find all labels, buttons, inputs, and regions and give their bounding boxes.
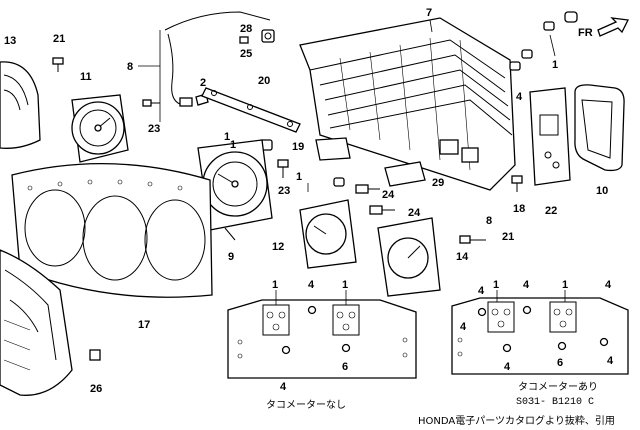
part-10-panel (574, 84, 625, 172)
part-11-speed-gauge (71, 94, 129, 163)
callout-24-b: 24 (408, 207, 421, 219)
socket-26 (89, 349, 101, 361)
callout-9: 9 (228, 251, 234, 263)
screw-21-mid (459, 235, 486, 244)
screw-23a (142, 99, 160, 107)
callout-28: 28 (240, 23, 252, 35)
callout-right-4c: 4 (605, 279, 612, 291)
source-credit: HONDA電子パーツカタログより抜粋、引用 (418, 414, 615, 427)
caption-no-tachometer: タコメーターなし (266, 399, 346, 411)
callout-23-mid: 23 (278, 185, 290, 197)
callout-10: 10 (596, 185, 608, 197)
pcb-with-tach (451, 290, 629, 375)
callout-13: 13 (4, 35, 16, 47)
callout-4-top: 4 (516, 91, 523, 103)
front-direction-arrow (597, 17, 629, 37)
part-8-wire-harness (138, 11, 271, 122)
callout-11: 11 (80, 71, 92, 83)
diagram-reference-code: S0З1- B1210 C (516, 397, 594, 408)
callout-12: 12 (272, 241, 284, 253)
callout-right-4e: 4 (504, 361, 511, 373)
callout-right-4f: 4 (607, 355, 614, 367)
part-12-fuel-gauge (299, 199, 357, 269)
callout-26: 26 (90, 383, 102, 395)
front-direction-label: FR (578, 27, 593, 39)
callout-18: 18 (513, 203, 525, 215)
meter-housing (0, 249, 73, 396)
callout-left-6: 6 (342, 361, 348, 373)
callout-right-4b: 4 (523, 279, 530, 291)
callout-25: 25 (240, 48, 252, 60)
screw-23b (277, 159, 289, 178)
callout-right-6: 6 (557, 357, 563, 369)
callout-8-lower: 8 (486, 215, 492, 227)
callout-left-1a: 1 (272, 279, 278, 291)
callout-1-gauge: 1 (230, 139, 236, 151)
part-20-bracket (201, 87, 301, 133)
screw-18 (511, 175, 523, 192)
callout-19: 19 (292, 141, 304, 153)
callout-right-1b: 1 (562, 279, 568, 291)
callout-14: 14 (456, 251, 469, 263)
callout-8: 8 (127, 61, 133, 73)
callout-21-top: 21 (53, 33, 65, 45)
callout-29: 29 (432, 177, 444, 189)
callout-20: 20 (258, 75, 270, 87)
caption-with-tachometer: タコメーターあり (518, 381, 598, 393)
part-7-main-case (299, 17, 516, 191)
callout-17: 17 (138, 319, 150, 331)
callout-left-4a: 4 (308, 279, 315, 291)
part-13-gauge (0, 61, 41, 149)
callout-right-4a: 4 (478, 285, 485, 297)
part-17-lens-bezel (11, 162, 213, 298)
part-14-temp-gauge (377, 217, 441, 297)
bulbs-28-25 (239, 29, 275, 44)
callout-1-top: 1 (552, 59, 558, 71)
callout-1-mid: 1 (224, 131, 230, 143)
callout-2: 2 (200, 77, 206, 89)
callout-7: 7 (426, 7, 432, 19)
screw-21-top (52, 57, 64, 72)
callout-left-1b: 1 (342, 279, 348, 291)
callout-24-a: 24 (382, 189, 395, 201)
callout-right-1a: 1 (493, 279, 499, 291)
callout-left-4b: 4 (280, 381, 287, 393)
middle-small-parts (259, 137, 426, 215)
callout-22: 22 (545, 205, 557, 217)
callout-1-lower: 1 (296, 171, 302, 183)
pcb-no-tach (227, 290, 417, 379)
callout-23-left: 23 (148, 123, 160, 135)
bulbs-top-right (509, 11, 578, 71)
callout-21-mid: 21 (502, 231, 514, 243)
callout-labels: 13 21 11 8 28 25 7 1 4 2 20 23 1 19 1 23… (4, 7, 614, 395)
part-22-circuit-board (529, 87, 571, 186)
callout-right-4d: 4 (460, 321, 467, 333)
